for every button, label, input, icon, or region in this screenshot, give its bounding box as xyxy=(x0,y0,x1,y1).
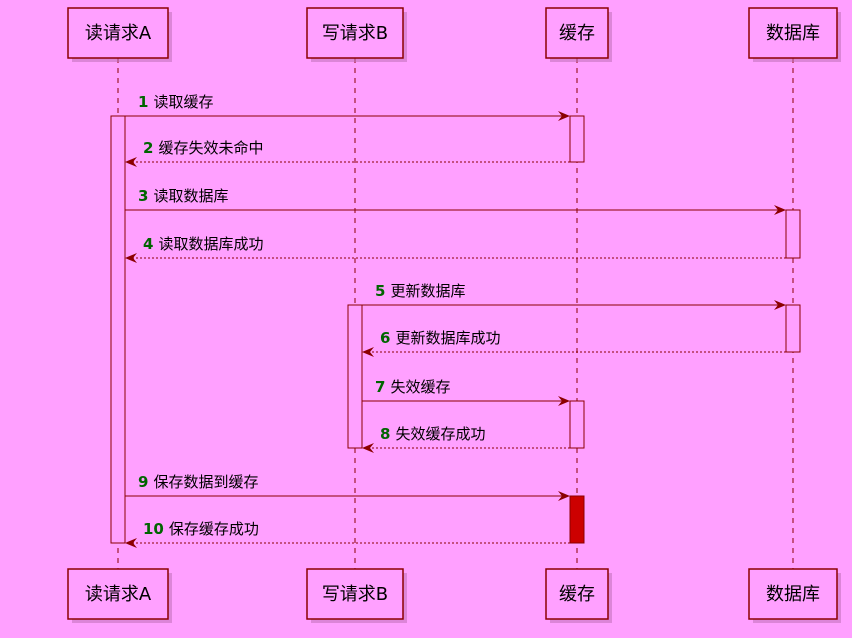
activation-bar-cache xyxy=(569,495,585,544)
arrow-head-icon xyxy=(125,538,137,548)
message-text: 保存缓存成功 xyxy=(169,520,259,538)
message-label: 5 更新数据库 xyxy=(375,282,465,300)
participant-write-request-b-bottom: 写请求B xyxy=(306,568,407,623)
activation-bar-cache xyxy=(569,400,585,449)
message-text: 失效缓存 xyxy=(390,378,450,396)
participant-label: 读请求A xyxy=(85,23,152,44)
message-5: 5 更新数据库 xyxy=(362,282,786,310)
participant-box xyxy=(306,568,404,620)
message-text: 更新数据库成功 xyxy=(395,329,500,347)
message-label: 6 更新数据库成功 xyxy=(380,329,500,347)
arrow-head-icon xyxy=(125,253,137,263)
participant-box xyxy=(545,568,609,620)
activation-bar-write-request-b xyxy=(347,304,363,449)
participant-database-bottom: 数据库 xyxy=(748,568,841,623)
message-number: 6 xyxy=(380,329,390,347)
message-text: 保存数据到缓存 xyxy=(153,473,258,491)
message-text: 失效缓存成功 xyxy=(395,425,485,443)
message-label: 9 保存数据到缓存 xyxy=(138,473,258,491)
arrow-head-icon xyxy=(774,300,786,310)
participant-read-request-a-bottom: 读请求A xyxy=(67,568,172,623)
participant-label: 缓存 xyxy=(559,23,595,44)
message-label: 2 缓存失效未命中 xyxy=(143,139,263,157)
message-6: 6 更新数据库成功 xyxy=(362,329,786,357)
message-label: 7 失效缓存 xyxy=(375,378,450,396)
message-8: 8 失效缓存成功 xyxy=(362,425,570,453)
message-number: 2 xyxy=(143,139,153,157)
message-label: 4 读取数据库成功 xyxy=(143,235,263,253)
participant-box xyxy=(545,7,609,59)
participant-box xyxy=(748,7,838,59)
message-number: 8 xyxy=(380,425,390,443)
participant-label: 缓存 xyxy=(559,584,595,605)
message-7: 7 失效缓存 xyxy=(362,378,570,406)
activation-bar-database xyxy=(785,209,801,259)
message-2: 2 缓存失效未命中 xyxy=(125,139,570,167)
participant-box xyxy=(748,568,838,620)
message-text: 读取数据库 xyxy=(153,187,228,205)
message-1: 1 读取缓存 xyxy=(125,93,570,121)
arrow-head-icon xyxy=(558,111,570,121)
participant-database-top: 数据库 xyxy=(748,7,841,62)
activation-bar-read-request-a xyxy=(110,115,126,544)
arrow-head-icon xyxy=(362,443,374,453)
message-number: 4 xyxy=(143,235,153,253)
participant-box xyxy=(67,568,169,620)
participant-label: 数据库 xyxy=(766,584,820,605)
message-number: 5 xyxy=(375,282,385,300)
message-label: 3 读取数据库 xyxy=(138,187,228,205)
message-10: 10 保存缓存成功 xyxy=(125,520,570,548)
participant-label: 写请求B xyxy=(322,584,388,605)
participant-label: 写请求B xyxy=(322,23,388,44)
message-text: 更新数据库 xyxy=(390,282,465,300)
arrow-head-icon xyxy=(125,157,137,167)
arrow-head-icon xyxy=(774,205,786,215)
arrow-head-icon xyxy=(558,396,570,406)
participant-cache-bottom: 缓存 xyxy=(545,568,612,623)
activation-bar-database xyxy=(785,304,801,353)
message-number: 3 xyxy=(138,187,148,205)
message-number: 7 xyxy=(375,378,385,396)
participant-cache-top: 缓存 xyxy=(545,7,612,62)
arrow-head-icon xyxy=(362,347,374,357)
message-3: 3 读取数据库 xyxy=(125,187,786,215)
arrow-head-icon xyxy=(558,491,570,501)
message-number: 1 xyxy=(138,93,148,111)
participant-read-request-a-top: 读请求A xyxy=(67,7,172,62)
message-label: 1 读取缓存 xyxy=(138,93,213,111)
message-text: 读取缓存 xyxy=(153,93,213,111)
participant-write-request-b-top: 写请求B xyxy=(306,7,407,62)
message-label: 8 失效缓存成功 xyxy=(380,425,485,443)
message-9: 9 保存数据到缓存 xyxy=(125,473,570,501)
activation-bar-cache xyxy=(569,115,585,163)
message-number: 9 xyxy=(138,473,148,491)
participant-label: 数据库 xyxy=(766,23,820,44)
participant-label: 读请求A xyxy=(85,584,152,605)
message-text: 读取数据库成功 xyxy=(158,235,263,253)
message-label: 10 保存缓存成功 xyxy=(143,520,259,538)
participant-box xyxy=(67,7,169,59)
participant-box xyxy=(306,7,404,59)
message-4: 4 读取数据库成功 xyxy=(125,235,786,263)
message-number: 10 xyxy=(143,520,164,538)
message-text: 缓存失效未命中 xyxy=(158,139,263,157)
